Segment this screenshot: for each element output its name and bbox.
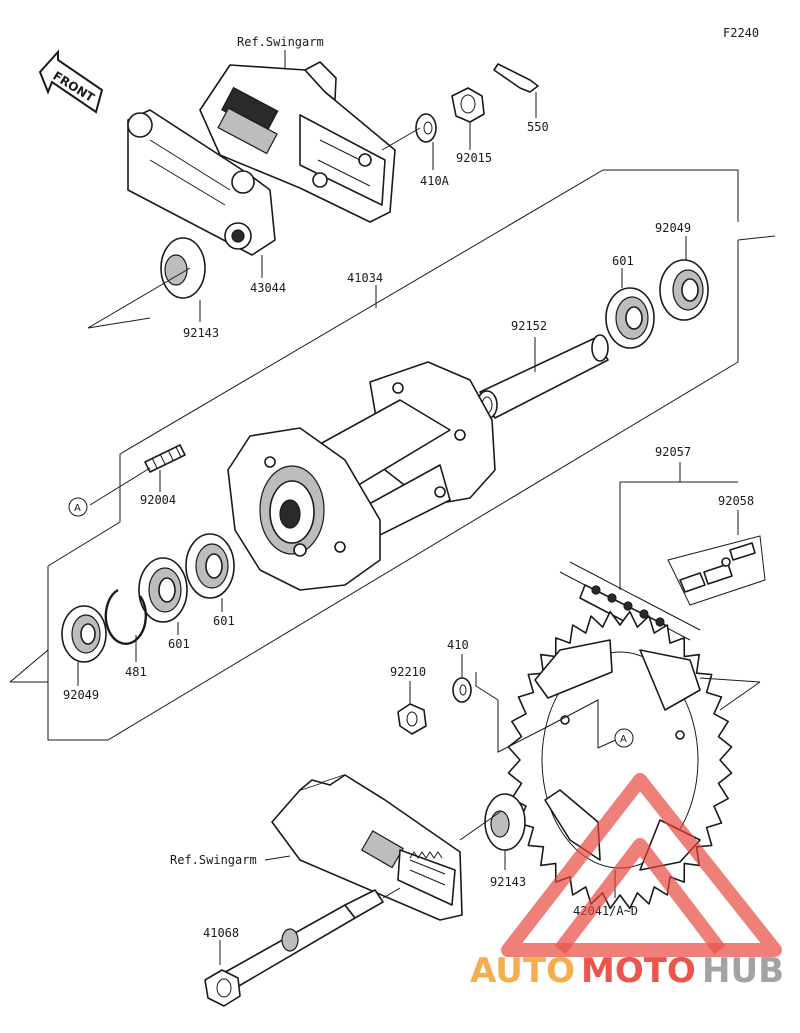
washer-410[interactable] — [452, 677, 472, 703]
callout-a-left: A — [68, 497, 88, 517]
hub-assembly-frame — [9, 169, 776, 741]
label-92057: 92057 — [655, 445, 691, 459]
label-92058: 92058 — [718, 494, 754, 508]
leader-a-92004 — [89, 467, 151, 506]
circlip-481[interactable] — [104, 588, 148, 645]
chain-adjuster-43044[interactable] — [127, 109, 276, 256]
oil-seal-92049-left[interactable] — [61, 605, 107, 663]
rear-axle-41068[interactable] — [204, 889, 384, 1007]
axle-line-bottom — [459, 811, 501, 841]
label-92152: 92152 — [511, 319, 547, 333]
svg-text:HUB: HUB — [702, 951, 784, 991]
label-92004: 92004 — [140, 493, 176, 507]
axle-line-left-top — [87, 267, 191, 329]
axle-line-left-top-b — [87, 317, 151, 329]
swingarm-end-bottom[interactable] — [271, 774, 463, 921]
spacer-tube-92152[interactable] — [476, 334, 609, 420]
svg-text:MOTO: MOTO — [581, 951, 696, 991]
washer-410a[interactable] — [415, 113, 437, 143]
nut-92210[interactable] — [397, 703, 427, 735]
watermark-logo: AUTO MOTO HUB — [470, 773, 784, 991]
label-92143-bottom: 92143 — [490, 875, 526, 889]
label-92210: 92210 — [390, 665, 426, 679]
label-601-right: 601 — [612, 254, 634, 268]
front-arrow-icon: FRONT — [38, 49, 104, 114]
label-601-b: 601 — [168, 637, 190, 651]
sprocket-frame — [475, 672, 761, 753]
svg-text:AUTO: AUTO — [470, 951, 575, 991]
axle-line-top — [381, 127, 421, 151]
label-41034: 41034 — [347, 271, 383, 285]
label-92143-top: 92143 — [183, 326, 219, 340]
bearing-601-a[interactable] — [185, 533, 235, 599]
label-410: 410 — [447, 638, 469, 652]
leader-ref-swingarm-bottom — [264, 855, 291, 861]
bearing-601-b[interactable] — [138, 557, 188, 623]
figure-code: F2240 — [723, 26, 759, 40]
ref-swingarm-top-label: Ref.Swingarm — [237, 35, 324, 49]
label-601-a: 601 — [213, 614, 235, 628]
bearing-601-right[interactable] — [605, 287, 655, 349]
collar-92143-bottom[interactable] — [484, 793, 526, 851]
label-481: 481 — [125, 665, 147, 679]
label-41068: 41068 — [203, 926, 239, 940]
label-410a: 410A — [420, 174, 450, 188]
ref-swingarm-bottom-label: Ref.Swingarm — [170, 853, 257, 867]
label-92015: 92015 — [456, 151, 492, 165]
axle-nut-92015[interactable] — [451, 87, 485, 123]
rear-hub[interactable] — [227, 361, 496, 591]
collar-92143-top[interactable] — [160, 237, 206, 299]
label-550: 550 — [527, 120, 549, 134]
stud-92004[interactable] — [144, 444, 186, 473]
cotter-pin-550[interactable] — [493, 63, 539, 93]
svg-text:A: A — [620, 734, 627, 745]
chain-joint-92058[interactable] — [667, 535, 766, 606]
swingarm-end-top[interactable] — [199, 61, 396, 223]
label-92049-left: 92049 — [63, 688, 99, 702]
callout-a-right: A — [614, 728, 634, 748]
label-92049-right: 92049 — [655, 221, 691, 235]
label-43044: 43044 — [250, 281, 286, 295]
oil-seal-92049-right[interactable] — [659, 259, 709, 321]
svg-text:A: A — [74, 503, 81, 514]
axle-line-41068 — [382, 887, 401, 899]
